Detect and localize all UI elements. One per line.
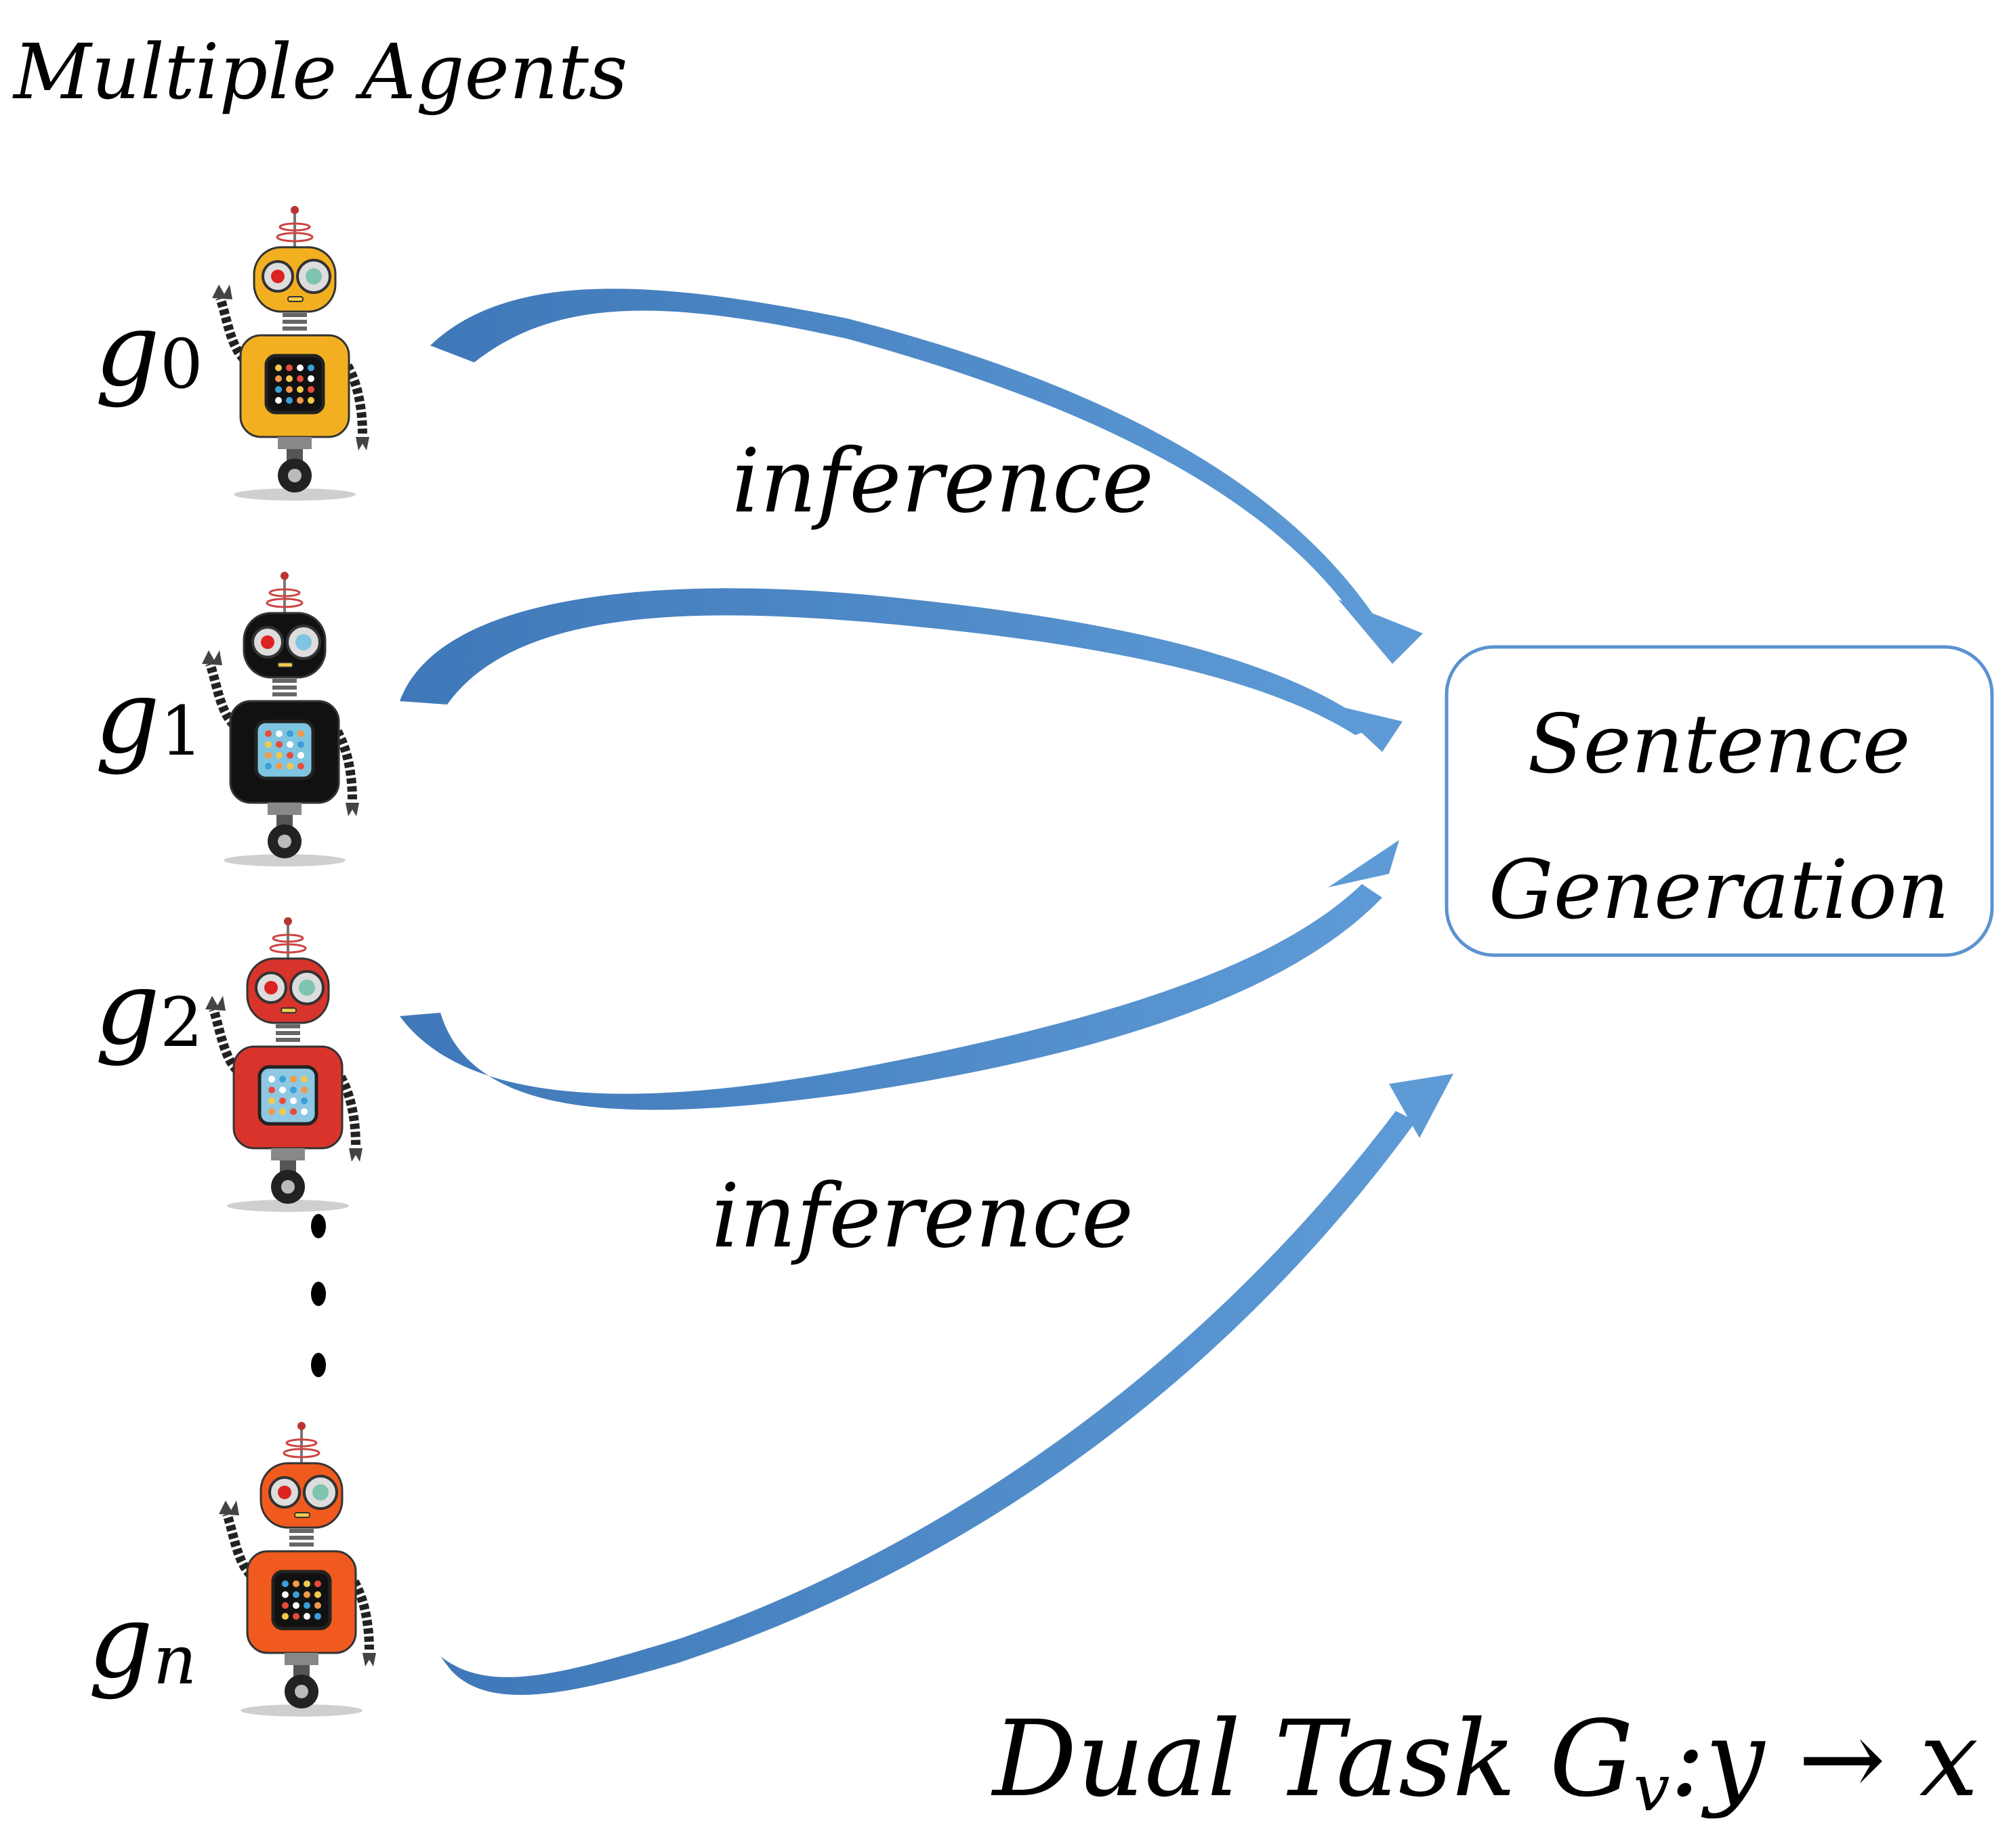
robot-icon-g2 — [205, 917, 362, 1212]
robot-icon-g1 — [202, 572, 359, 866]
agent-label-gn: gn — [88, 1583, 196, 1701]
dual-task-formula: Dual Task Gv:y → x — [991, 1698, 1978, 1826]
target-box-line1: Sentence — [1527, 698, 1910, 792]
edge-label-inference-bottom: inference — [711, 1164, 1134, 1267]
ellipsis-dots — [311, 1214, 326, 1377]
agent-label-g1: g1 — [95, 658, 203, 776]
edge-label-inference-top: inference — [732, 429, 1154, 532]
arrow-g1-to-generation — [400, 588, 1403, 752]
target-box-line2: Generation — [1489, 843, 1949, 938]
robot-icon-g0 — [212, 206, 369, 501]
agent-label-g0: g0 — [95, 291, 203, 409]
arrow-g0-to-generation — [430, 289, 1423, 664]
arrow-gn-to-generation — [440, 1074, 1453, 1696]
agent-label-g2: g2 — [95, 950, 203, 1068]
arrow-g2-to-generation — [400, 840, 1399, 1110]
diagram-title: Multiple Agents — [12, 28, 627, 117]
sentence-generation-box — [1445, 645, 1994, 957]
robot-icon-gn — [219, 1422, 376, 1717]
